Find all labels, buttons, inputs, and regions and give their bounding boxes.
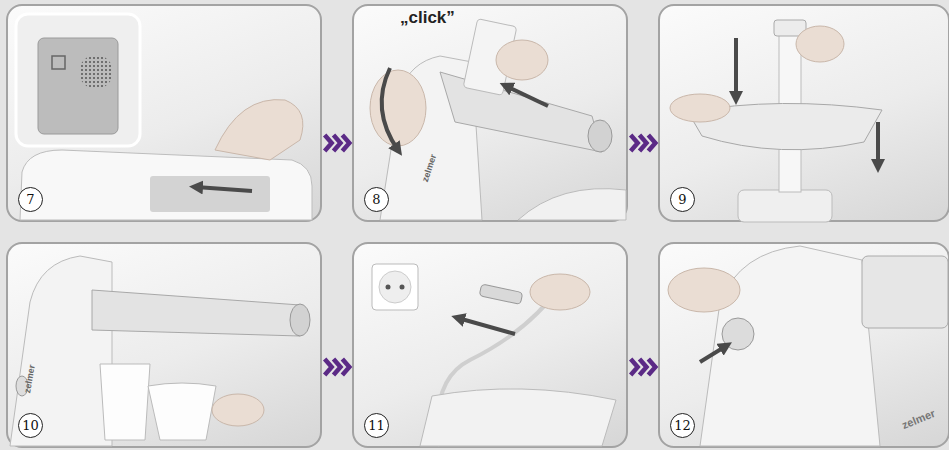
step-number: 8 [364,187,389,212]
step-chevrons [628,359,658,375]
step-panel: 7 [6,4,322,222]
step-number: 9 [670,187,695,212]
step-number: 11 [364,413,389,438]
step-chevrons [628,135,658,151]
step-chevrons [322,359,352,375]
step-number: 12 [670,413,695,438]
step-number: 10 [18,413,43,438]
step-panel: 8 [352,4,628,222]
step-panel: 9 [658,4,949,222]
step-chevrons [322,135,352,151]
click-label: „click” [400,8,455,28]
step-number: 7 [18,187,43,212]
step-panel: 10 [6,242,322,448]
step-panel: 11 [352,242,628,448]
